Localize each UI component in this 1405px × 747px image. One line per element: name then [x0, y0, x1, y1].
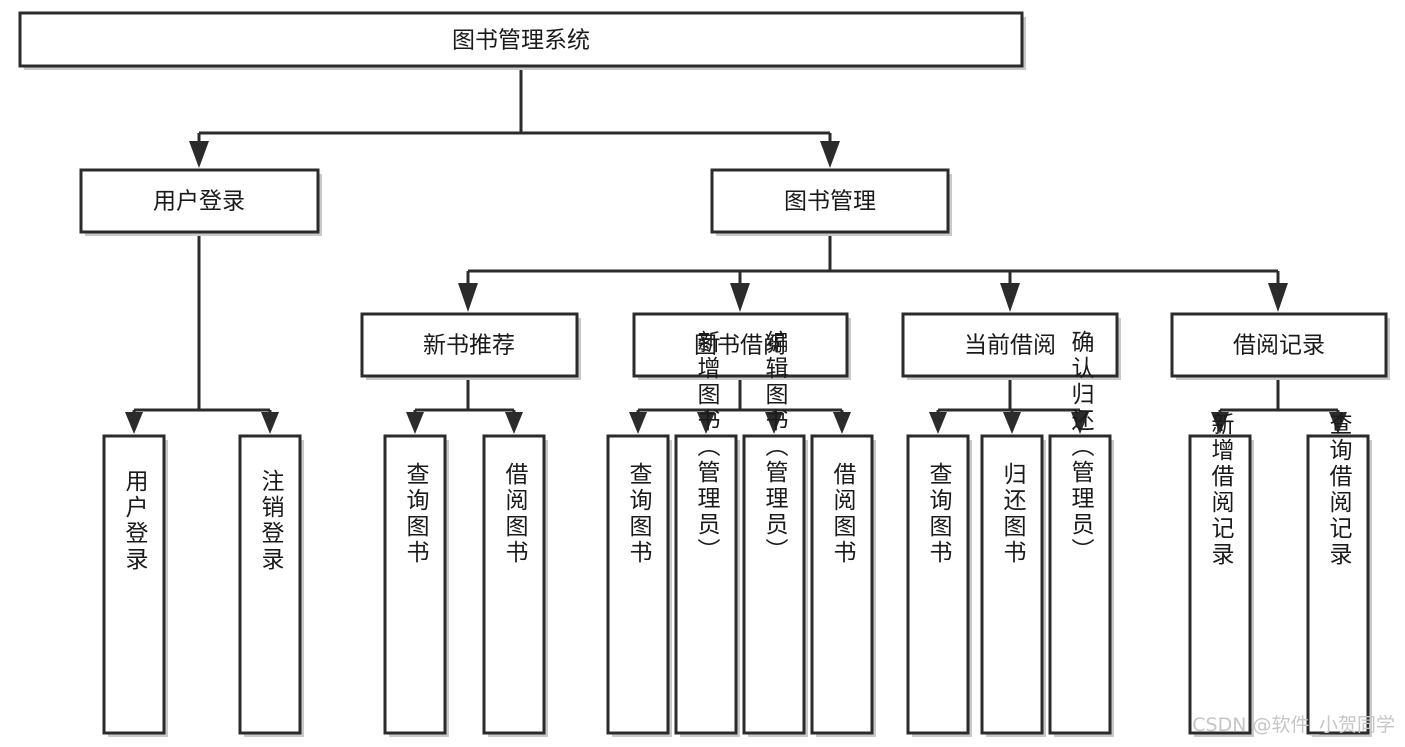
- arrow-head-borrow-1: [629, 412, 647, 434]
- leaf-label: 注销登录: [257, 469, 285, 573]
- leaf-label: 新增图书（管理员）: [693, 330, 721, 564]
- new-book-recommend-label: 新书推荐: [423, 333, 515, 359]
- edge-userlogin-to-leaves: [125, 232, 279, 434]
- book-borrow-label: 图书借阅: [694, 333, 786, 359]
- root-box: [18, 11, 1024, 68]
- arrow-head-newbook: [458, 283, 478, 312]
- leaf-node-add-book-admin[interactable]: 新增图书（管理员）: [674, 330, 740, 737]
- arrow-head-current-3: [1071, 412, 1089, 434]
- leaf-box: [906, 434, 970, 735]
- leaf-box: [1306, 434, 1370, 735]
- watermark-label: CSDN @软件_小贺同学: [1192, 714, 1395, 736]
- node-new-book-recommend[interactable]: 新书推荐: [360, 312, 581, 380]
- arrow-head-record-2: [1329, 412, 1347, 434]
- leaf-box: [742, 434, 806, 735]
- leaf-label: 新增借阅记录: [1207, 412, 1235, 568]
- user-login-label: 用户登录: [153, 189, 245, 215]
- leaf-box: [102, 434, 166, 735]
- borrow-record-box: [1170, 312, 1388, 378]
- arrow-head-user-login: [189, 141, 209, 168]
- node-root-book-management-system[interactable]: 图书管理系统: [18, 11, 1026, 70]
- new-book-recommend-box: [360, 312, 579, 378]
- edge-root-to-level2: [189, 66, 840, 168]
- connector-layer: [125, 66, 1347, 434]
- book-borrow-box: [632, 312, 849, 378]
- edge-record-to-leaves: [1211, 376, 1347, 434]
- root-label: 图书管理系统: [452, 28, 590, 54]
- leaf-label: 确认归还（管理员）: [1067, 330, 1095, 564]
- edge-newbook-to-leaves: [406, 376, 523, 434]
- leaf-node-borrow-book-newbook[interactable]: 借阅图书: [482, 434, 548, 737]
- leaf-node-query-borrow-record[interactable]: 查询借阅记录: [1306, 412, 1372, 737]
- node-book-management[interactable]: 图书管理: [710, 168, 952, 236]
- node-user-login[interactable]: 用户登录: [79, 168, 322, 236]
- leaf-label: 编辑图书（管理员）: [761, 330, 789, 564]
- leaf-box: [606, 434, 670, 735]
- arrow-head-borrow-2: [697, 412, 715, 434]
- arrow-head-book-manage: [820, 141, 840, 168]
- leaf-box: [1188, 434, 1252, 735]
- edge-bookmanage-to-level3: [458, 232, 1288, 312]
- leaf-node-borrow-book-borrow[interactable]: 借阅图书: [810, 434, 876, 737]
- arrow-head-current-2: [1003, 412, 1021, 434]
- leaf-box: [383, 434, 447, 735]
- arrow-head-borrow: [730, 283, 750, 312]
- node-borrow-record[interactable]: 借阅记录: [1170, 312, 1390, 380]
- node-current-borrow[interactable]: 当前借阅: [901, 312, 1121, 380]
- arrow-head-borrow-3: [765, 412, 783, 434]
- arrow-head-newbook-borrow: [505, 412, 523, 434]
- leaf-node-query-book-newbook[interactable]: 查询图书: [383, 434, 449, 737]
- leaf-node-user-login[interactable]: 用户登录: [102, 434, 168, 737]
- leaf-label: 查询图书: [925, 462, 953, 566]
- leaf-label: 用户登录: [121, 469, 149, 573]
- leaf-label: 借阅图书: [829, 462, 857, 566]
- leaf-label: 查询图书: [402, 462, 430, 566]
- current-borrow-box: [901, 312, 1119, 378]
- arrow-head-leaf-userlogin: [125, 412, 143, 434]
- arrow-head-current-1: [929, 412, 947, 434]
- leaf-box: [980, 434, 1044, 735]
- leaf-label: 归还图书: [999, 462, 1027, 566]
- leaf-node-confirm-return-admin[interactable]: 确认归还（管理员）: [1048, 330, 1114, 737]
- leaf-node-logout[interactable]: 注销登录: [238, 434, 304, 737]
- arrow-head-newbook-query: [406, 412, 424, 434]
- leaf-box: [674, 434, 738, 735]
- borrow-record-label: 借阅记录: [1233, 333, 1325, 359]
- leaf-box: [482, 434, 546, 735]
- arrow-head-record-1: [1211, 412, 1229, 434]
- node-book-borrow[interactable]: 图书借阅: [632, 312, 851, 380]
- leaf-label: 借阅图书: [501, 462, 529, 566]
- leaf-box: [238, 434, 302, 735]
- leaf-node-edit-book-admin[interactable]: 编辑图书（管理员）: [742, 330, 808, 737]
- book-management-label: 图书管理: [784, 189, 876, 215]
- leaf-box: [1048, 434, 1112, 735]
- arrow-head-borrow-4: [833, 412, 851, 434]
- leaf-node-add-borrow-record[interactable]: 新增借阅记录: [1188, 412, 1254, 737]
- leaf-label: 查询借阅记录: [1325, 412, 1353, 568]
- arrow-head-leaf-logout: [261, 412, 279, 434]
- leaf-box: [810, 434, 874, 735]
- edge-current-to-leaves: [929, 376, 1089, 434]
- book-management-box: [710, 168, 950, 234]
- edge-borrow-to-leaves: [629, 376, 851, 434]
- leaf-node-query-book-current[interactable]: 查询图书: [906, 434, 972, 737]
- current-borrow-label: 当前借阅: [964, 333, 1056, 359]
- leaf-label: 查询图书: [625, 462, 653, 566]
- leaf-node-query-book-borrow[interactable]: 查询图书: [606, 434, 672, 737]
- user-login-box: [79, 168, 320, 234]
- arrow-head-current: [1000, 283, 1020, 312]
- arrow-head-record: [1268, 283, 1288, 312]
- leaf-node-return-book[interactable]: 归还图书: [980, 434, 1046, 737]
